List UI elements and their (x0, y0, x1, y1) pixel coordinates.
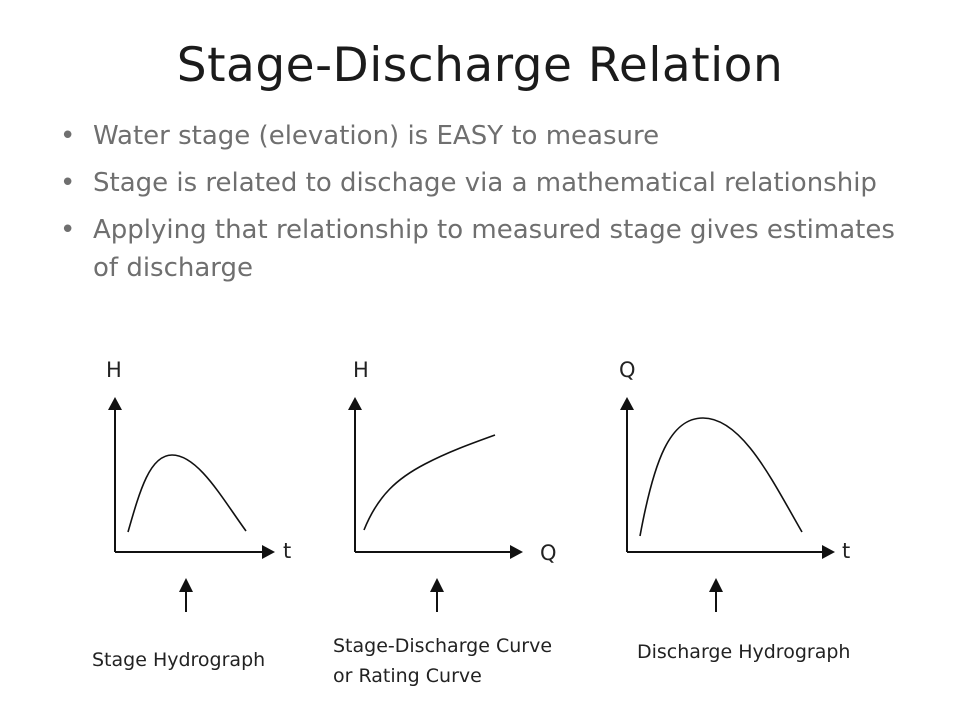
bullet-dot-icon: • (60, 168, 76, 198)
rating-curve-graph (348, 397, 523, 612)
rating-curve-caption: Stage-Discharge Curve or Rating Curve (333, 631, 552, 691)
bullet-item: • Applying that relationship to measured … (60, 211, 920, 287)
discharge-curve (639, 417, 803, 537)
bullet-text: Water stage (elevation) is EASY to measu… (93, 121, 660, 151)
bullet-dot-icon: • (60, 215, 76, 245)
slide-title: Stage-Discharge Relation (176, 38, 784, 93)
graph1-y-label: H (106, 358, 122, 382)
discharge-hydrograph-caption: Discharge Hydrograph (637, 637, 850, 667)
stage-curve (127, 454, 247, 533)
x-axis-arrowhead-icon (510, 545, 523, 559)
y-axis-arrowhead-icon (348, 397, 362, 410)
y-axis-arrowhead-icon (108, 397, 122, 410)
graph2-x-label: Q (540, 541, 557, 565)
bullet-list: • Water stage (elevation) is EASY to meas… (60, 117, 920, 296)
stage-hydrograph-graph (108, 397, 275, 612)
discharge-hydrograph-graph (620, 397, 835, 612)
caption-line: Discharge Hydrograph (637, 641, 851, 663)
bullet-text: Stage is related to dischage via a mathe… (93, 168, 877, 198)
pointer-arrowhead-icon (179, 578, 193, 592)
bullet-dot-icon: • (60, 121, 76, 151)
pointer-arrowhead-icon (430, 578, 444, 592)
graph1-x-label: t (283, 539, 292, 563)
caption-line: Stage Hydrograph (92, 649, 266, 671)
y-axis-arrowhead-icon (620, 397, 634, 410)
bullet-item: • Stage is related to dischage via a math… (60, 164, 920, 202)
x-axis-arrowhead-icon (262, 545, 275, 559)
pointer-arrowhead-icon (709, 578, 723, 592)
x-axis-arrowhead-icon (822, 545, 835, 559)
graph3-x-label: t (842, 539, 851, 563)
graph2-y-label: H (353, 358, 369, 382)
bullet-text: Applying that relationship to measured s… (93, 215, 895, 283)
rating-curve (363, 434, 496, 531)
caption-line: or Rating Curve (333, 665, 482, 687)
graph3-y-label: Q (619, 358, 636, 382)
bullet-item: • Water stage (elevation) is EASY to meas… (60, 117, 920, 155)
caption-line: Stage-Discharge Curve (333, 635, 553, 657)
stage-hydrograph-caption: Stage Hydrograph (92, 645, 265, 675)
